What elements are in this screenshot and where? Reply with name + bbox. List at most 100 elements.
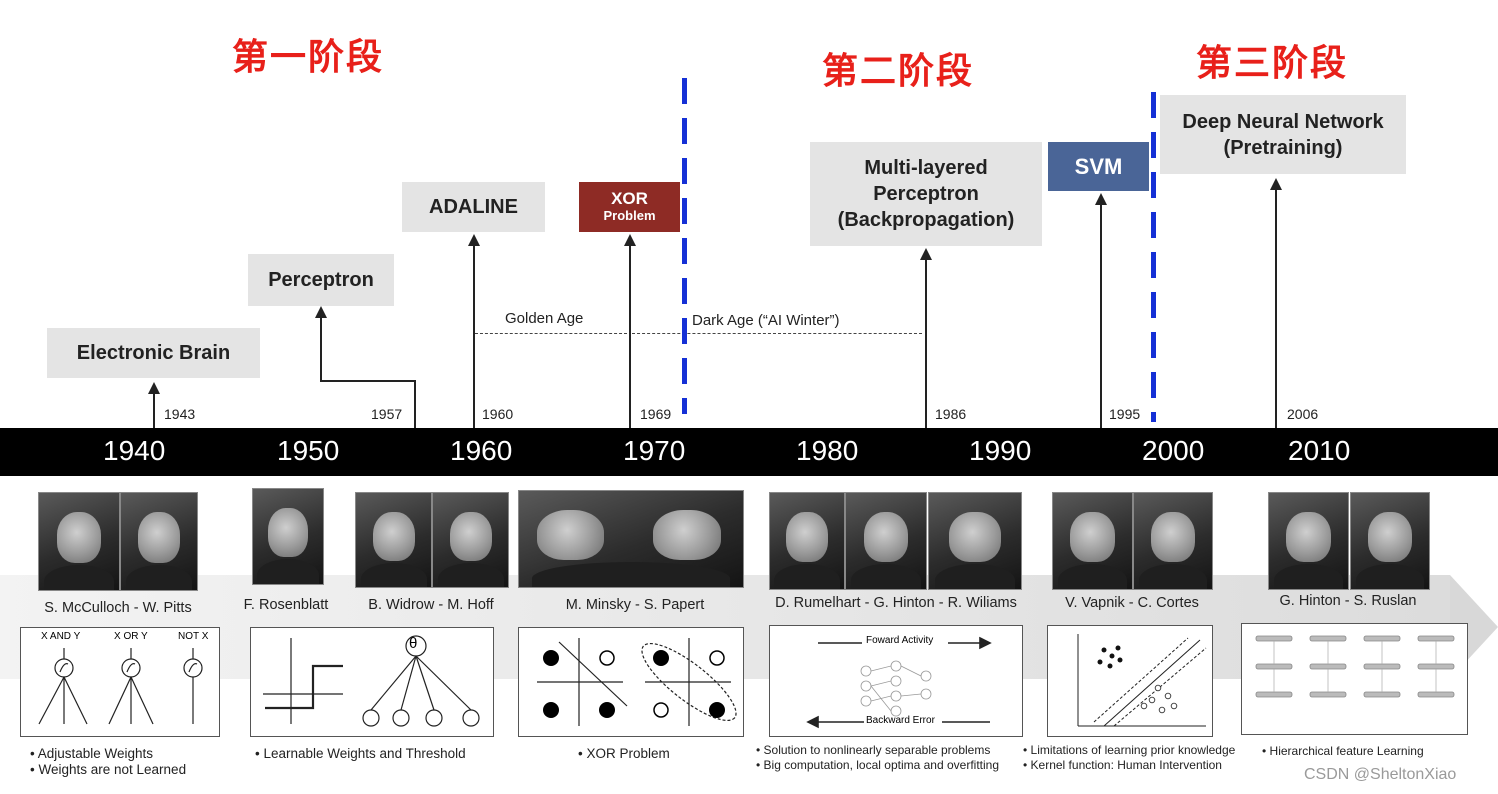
portrait-widrow [355, 492, 432, 588]
milestone-svm: SVM [1048, 142, 1149, 191]
decade-label: 1970 [623, 435, 686, 466]
people-name: G. Hinton - S. Ruslan [1279, 593, 1417, 609]
arrow-1960 [473, 246, 475, 428]
people-name: S. McCulloch - W. Pitts [44, 600, 192, 616]
milestone-label: Multi-layered [864, 157, 988, 179]
dbn-svg [1255, 635, 1455, 698]
arrow-1986 [925, 260, 927, 428]
threshold-svg [263, 635, 480, 727]
people-name: B. Widrow - M. Hoff [368, 597, 494, 613]
milestone-perceptron: Perceptron [248, 254, 394, 306]
logic-neurons-svg [38, 648, 203, 725]
people-name: D. Rumelhart - G. Hinton - R. Wiliams [775, 595, 1017, 611]
milestone-electronic-brain: Electronic Brain [47, 328, 260, 378]
timeline-bar [0, 428, 1498, 476]
people-name: M. Minsky - S. Papert [565, 597, 705, 613]
stage-divider-1 [682, 78, 687, 414]
dark-age-range [632, 333, 922, 334]
year-label: 1943 [164, 406, 196, 422]
bullet-item: • Kernel function: Human Intervention [1023, 758, 1222, 772]
theta-symbol: θ [409, 635, 418, 652]
golden-age-range [475, 333, 627, 334]
bullet-item: • XOR Problem [578, 746, 670, 761]
milestone-adaline: ADALINE [402, 182, 545, 232]
logic-label-and: X AND Y [41, 631, 81, 642]
caption-4: • Solution to nonlinearly separable prob… [756, 743, 999, 773]
stage-2-title: 第二阶段 [822, 50, 975, 92]
bullet-item: • Big computation, local optima and over… [756, 758, 999, 772]
arrow-1957-elbow [320, 380, 416, 382]
golden-age-label: Golden Age [505, 310, 584, 327]
arrow-head [1270, 178, 1282, 190]
arrow-1969 [629, 246, 631, 428]
portrait-hinton-2 [1268, 492, 1349, 590]
decade-label: 1960 [450, 435, 513, 466]
portrait-vapnik [1052, 492, 1133, 590]
diagram-dbn [1241, 623, 1468, 735]
decade-label: 2000 [1142, 435, 1205, 466]
arrow-2006 [1275, 190, 1277, 428]
decade-label: 1980 [796, 435, 859, 466]
milestone-label: Perceptron [268, 269, 374, 291]
diagram-logic-neurons: X AND Y X OR Y NOT X [20, 627, 220, 737]
year-label: 2006 [1287, 406, 1319, 422]
dark-age-label: Dark Age (“AI Winter”) [692, 312, 840, 329]
stage-3-title: 第三阶段 [1196, 42, 1349, 84]
bullet-item: • Adjustable Weights [30, 746, 154, 761]
diagram-mlp: Foward Activity Backward Error [769, 625, 1023, 737]
arrow-1957-rise [320, 318, 322, 382]
bullet-item: • Limitations of learning prior knowledg… [1023, 743, 1236, 757]
people-name: V. Vapnik - C. Cortes [1065, 595, 1199, 611]
caption-5: • Limitations of learning prior knowledg… [1023, 743, 1235, 773]
portrait-mcculloch [38, 492, 120, 591]
caption-3: • XOR Problem [578, 746, 670, 762]
diagram-threshold-neuron: θ [250, 627, 494, 737]
forward-activity-label: Foward Activity [866, 635, 934, 646]
svm-svg [1077, 634, 1207, 727]
portrait-hoff [432, 492, 509, 588]
portrait-hinton-1 [845, 492, 927, 590]
milestone-dnn: Deep Neural Network (Pretraining) [1160, 95, 1406, 174]
milestone-label: Problem [603, 208, 656, 223]
year-label: 1995 [1109, 406, 1141, 422]
year-label: 1986 [935, 406, 967, 422]
year-label: 1969 [640, 406, 672, 422]
xor-svg [537, 638, 737, 726]
bullet-item: • Learnable Weights and Threshold [255, 746, 466, 761]
milestone-mlp: Multi-layered Perceptron (Backpropagatio… [810, 142, 1042, 246]
backward-error-label: Backward Error [866, 715, 935, 726]
portrait-minsky-papert [518, 490, 744, 588]
milestone-label: ADALINE [429, 196, 518, 218]
bullet-item: • Solution to nonlinearly separable prob… [756, 743, 991, 757]
year-label: 1960 [482, 406, 514, 422]
bullet-item: • Weights are not Learned [30, 762, 187, 777]
logic-label-or: X OR Y [114, 631, 148, 642]
portrait-pitts [120, 492, 198, 591]
watermark: CSDN @SheltonXiao [1304, 766, 1457, 783]
logic-label-not: NOT X [178, 631, 209, 642]
year-label: 1957 [371, 406, 403, 422]
stage-1-title: 第一阶段 [232, 36, 385, 78]
milestone-label: Electronic Brain [76, 342, 231, 364]
milestone-label: Deep Neural Network [1182, 110, 1384, 133]
milestone-label: (Backpropagation) [837, 209, 1015, 231]
portrait-ruslan [1350, 492, 1430, 590]
arrow-head [468, 234, 480, 246]
decade-label: 1940 [103, 435, 166, 466]
decade-label: 1950 [277, 435, 340, 466]
portrait-rumelhart [769, 492, 845, 590]
stage-divider-2 [1151, 92, 1156, 422]
diagram-svm [1047, 625, 1213, 737]
milestone-label: Perceptron [873, 183, 979, 205]
caption-6: • Hierarchical feature Learning [1262, 743, 1424, 759]
caption-2: • Learnable Weights and Threshold [255, 746, 466, 762]
arrow-head [920, 248, 932, 260]
arrow-1943 [153, 394, 155, 428]
arrow-head [148, 382, 160, 394]
portrait-cortes [1133, 492, 1213, 590]
people-name: F. Rosenblatt [243, 597, 329, 613]
portrait-rosenblatt [252, 488, 324, 585]
decade-label: 1990 [969, 435, 1032, 466]
milestone-label: SVM [1074, 153, 1123, 179]
diagram-xor [518, 627, 744, 737]
